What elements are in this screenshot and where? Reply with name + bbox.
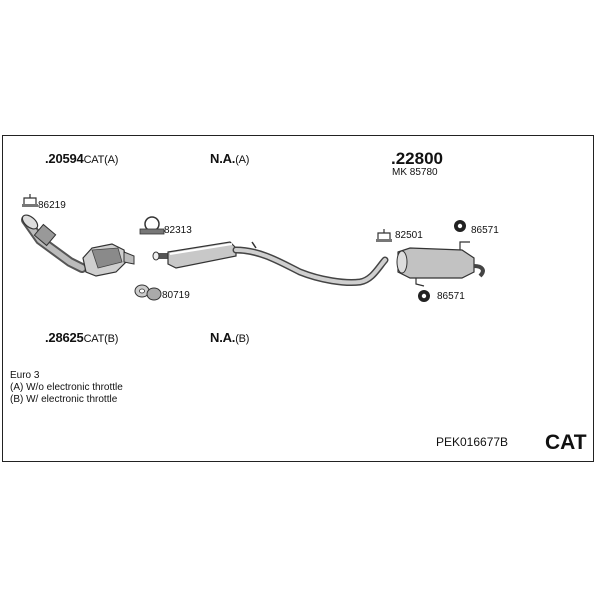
fitting-label-86571-top: 86571 <box>471 225 499 236</box>
part-label-main-sub: MK 85780 <box>392 167 438 178</box>
clamp-icon-82313 <box>139 216 165 235</box>
fitting-label-86219: 86219 <box>38 200 66 211</box>
rubber-mount-icon-80719 <box>134 284 162 301</box>
fitting-label-80719: 80719 <box>162 290 190 301</box>
middle-silencer-assembly <box>152 241 389 286</box>
part-suffix: (A) <box>235 154 250 166</box>
note-line-2: (A) W/o electronic throttle <box>10 382 123 393</box>
clamp-icon-86219 <box>22 194 38 207</box>
part-number: N.A. <box>210 330 236 345</box>
part-number: .20594 <box>45 151 84 166</box>
part-label-main: .22800 <box>391 149 443 168</box>
note-line-3: (B) W/ electronic throttle <box>10 394 118 405</box>
fitting-label-82501: 82501 <box>395 230 423 241</box>
part-suffix: (B) <box>235 333 250 345</box>
rubber-ring-icon-86571-top <box>454 220 466 232</box>
part-label-na-a: N.A.(A) <box>210 152 249 166</box>
diagram-frame <box>2 135 594 462</box>
fitting-label-86571-bottom: 86571 <box>437 291 465 302</box>
part-suffix: CAT(A) <box>83 154 119 166</box>
fitting-label-82313: 82313 <box>164 225 192 236</box>
note-line-1: Euro 3 <box>10 370 40 381</box>
part-number: .28625 <box>45 330 84 345</box>
part-number: N.A. <box>210 151 236 166</box>
part-suffix: CAT(B) <box>83 333 119 345</box>
part-label-na-b: N.A.(B) <box>210 331 249 345</box>
rear-silencer-assembly <box>396 241 485 287</box>
rubber-ring-icon-86571-bottom <box>418 290 430 302</box>
part-label-cat-a: .20594CAT(A) <box>45 152 118 166</box>
cat-badge: CAT <box>545 431 587 454</box>
catalyst-assembly <box>21 214 135 277</box>
kit-code: PEK016677B <box>436 435 509 449</box>
part-label-cat-b: .28625CAT(B) <box>45 331 118 345</box>
clamp-icon-82501 <box>376 229 392 242</box>
